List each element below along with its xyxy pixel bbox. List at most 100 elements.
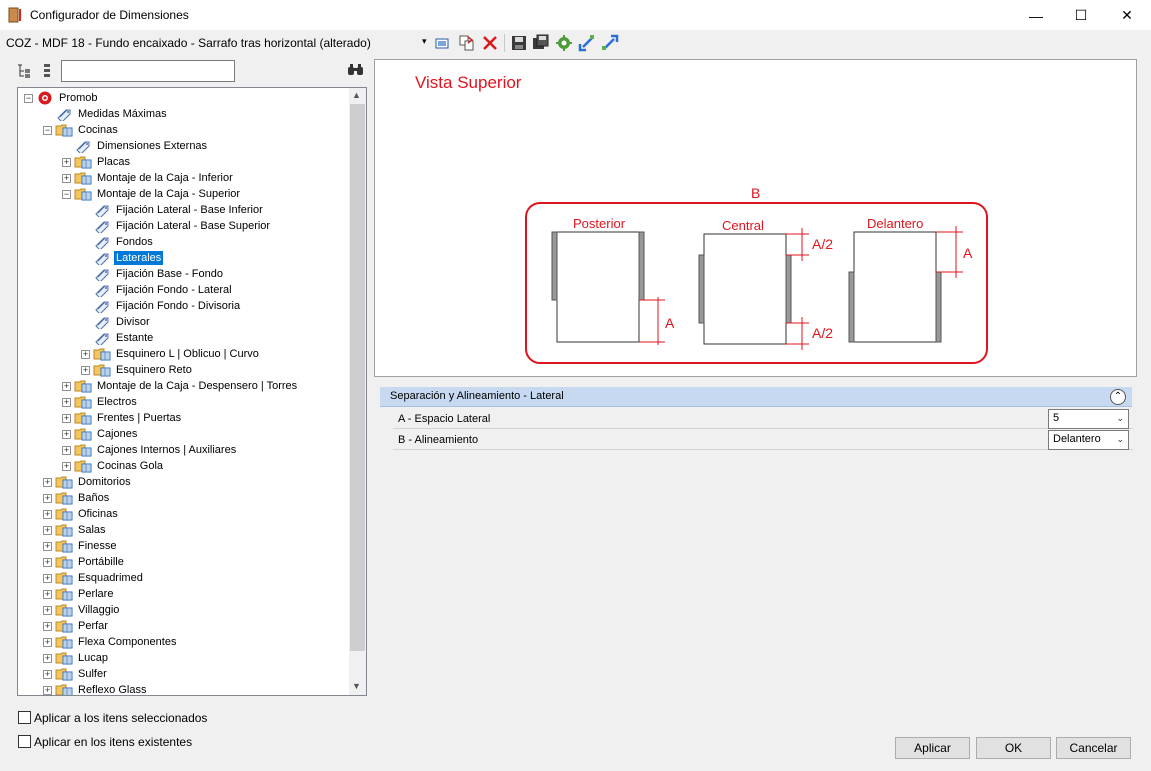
tree-item[interactable]: Dimensiones Externas	[62, 138, 209, 154]
tree-item[interactable]: Medidas Máximas	[43, 106, 169, 122]
tree-item[interactable]: +Finesse	[43, 538, 119, 554]
expand-node-icon[interactable]: +	[62, 444, 71, 455]
expand-node-icon[interactable]: +	[43, 636, 52, 647]
tag-icon	[93, 251, 114, 265]
expand-node-icon[interactable]: +	[62, 172, 71, 183]
export-icon[interactable]	[601, 34, 619, 52]
expand-node-icon[interactable]: +	[81, 348, 90, 359]
alineamiento-dropdown[interactable]: Delantero⌄	[1048, 430, 1129, 450]
tree-item[interactable]: −Promob	[24, 90, 100, 106]
cancel-button[interactable]: Cancelar	[1056, 737, 1131, 759]
search-input[interactable]	[61, 60, 235, 82]
collapse-section-icon[interactable]: ⌃	[1110, 389, 1126, 405]
new-config-icon[interactable]	[434, 34, 452, 52]
tree-item[interactable]: Divisor	[81, 314, 152, 330]
expand-node-icon[interactable]: +	[62, 396, 71, 407]
tree-item[interactable]: +Salas	[43, 522, 108, 538]
tree-item-label: Esquadrimed	[78, 572, 143, 584]
tree-item[interactable]: +Electros	[62, 394, 139, 410]
tree-item[interactable]: Fijación Lateral - Base Inferior	[81, 202, 265, 218]
tree-item[interactable]: +Cajones	[62, 426, 139, 442]
tree-item[interactable]: Fijación Base - Fondo	[81, 266, 225, 282]
tree-item[interactable]: +Portábille	[43, 554, 126, 570]
tree-item[interactable]: +Esquinero L | Oblicuo | Curvo	[81, 346, 261, 362]
delete-icon[interactable]	[481, 34, 499, 52]
tree-item[interactable]: +Cajones Internos | Auxiliares	[62, 442, 238, 458]
save-icon[interactable]	[510, 34, 528, 52]
tree-item[interactable]: +Flexa Componentes	[43, 634, 178, 650]
expand-node-icon[interactable]: +	[62, 156, 71, 167]
tree-item[interactable]: +Perlare	[43, 586, 115, 602]
expand-node-icon[interactable]: +	[62, 460, 71, 471]
tree-item[interactable]: +Montaje de la Caja - Inferior	[62, 170, 235, 186]
expand-node-icon[interactable]: +	[43, 588, 52, 599]
espacio-lateral-dropdown[interactable]: 5⌄	[1048, 409, 1129, 429]
import-icon[interactable]	[578, 34, 596, 52]
expand-node-icon[interactable]: +	[62, 428, 71, 439]
folder-icon	[74, 187, 95, 201]
collapse-all-icon[interactable]	[39, 63, 55, 79]
tree-item[interactable]: − Montaje de la Caja - Superior	[62, 186, 242, 202]
expand-node-icon[interactable]: +	[43, 684, 52, 695]
collapse-node-icon[interactable]: −	[62, 188, 71, 199]
tree-item[interactable]: −Cocinas	[43, 122, 120, 138]
tree-item[interactable]: Estante	[81, 330, 155, 346]
expand-node-icon[interactable]: +	[43, 620, 52, 631]
tree-item[interactable]: +Perfar	[43, 618, 110, 634]
expand-node-icon[interactable]: +	[81, 364, 90, 375]
config-selector[interactable]: COZ - MDF 18 - Fundo encaixado - Sarrafo…	[6, 36, 371, 50]
apply-selected-checkbox[interactable]	[18, 711, 31, 724]
maximize-button[interactable]: ☐	[1074, 7, 1088, 23]
settings-icon[interactable]	[555, 34, 573, 52]
tree-item[interactable]: +Frentes | Puertas	[62, 410, 183, 426]
apply-button[interactable]: Aplicar	[895, 737, 970, 759]
expand-all-icon[interactable]	[16, 63, 32, 79]
label-a2-top: A/2	[812, 236, 833, 252]
tree-item[interactable]: Fijación Fondo - Divisoria	[81, 298, 242, 314]
expand-node-icon[interactable]: +	[62, 380, 71, 391]
tree-item[interactable]: +Reflexo Glass	[43, 682, 148, 695]
expand-node-icon[interactable]: +	[43, 492, 52, 503]
scroll-up-icon[interactable]: ▲	[352, 90, 361, 100]
tree-item[interactable]: +Domitorios	[43, 474, 133, 490]
expand-node-icon[interactable]: +	[43, 668, 52, 679]
tree-item[interactable]: +Lucap	[43, 650, 110, 666]
ok-button[interactable]: OK	[976, 737, 1051, 759]
tree-item-label: Montaje de la Caja - Superior	[97, 188, 241, 200]
expand-node-icon[interactable]: +	[43, 476, 52, 487]
tree-item[interactable]: Laterales	[81, 250, 164, 266]
tree-item[interactable]: Fijación Lateral - Base Superior	[81, 218, 272, 234]
tree-item[interactable]: +Montaje de la Caja - Despensero | Torre…	[62, 378, 299, 394]
save-all-icon[interactable]	[532, 34, 550, 52]
expand-node-icon[interactable]: +	[43, 556, 52, 567]
tree-item[interactable]: +Esquinero Reto	[81, 362, 194, 378]
expand-node-icon[interactable]: +	[43, 540, 52, 551]
tree-scrollbar-thumb[interactable]	[350, 104, 365, 651]
expand-node-icon[interactable]: +	[43, 508, 52, 519]
binoculars-search-icon[interactable]	[347, 63, 364, 77]
collapse-node-icon[interactable]: −	[24, 92, 33, 103]
expand-node-icon[interactable]: +	[62, 412, 71, 423]
scroll-down-icon[interactable]: ▼	[352, 681, 361, 691]
minimize-button[interactable]: —	[1029, 7, 1043, 24]
tree-item[interactable]: +Cocinas Gola	[62, 458, 165, 474]
duplicate-icon[interactable]	[458, 34, 476, 52]
tree-item[interactable]: +Oficinas	[43, 506, 120, 522]
tree-item[interactable]: +Villaggio	[43, 602, 121, 618]
config-dropdown-arrow[interactable]: ▾	[422, 36, 427, 46]
tree-item[interactable]: Fijación Fondo - Lateral	[81, 282, 234, 298]
expand-node-icon[interactable]: +	[43, 652, 52, 663]
tree-item[interactable]: +Sulfer	[43, 666, 109, 682]
collapse-node-icon[interactable]: −	[43, 124, 52, 135]
tree-item[interactable]: +Baños	[43, 490, 111, 506]
tree-item[interactable]: +Placas	[62, 154, 132, 170]
tree-item[interactable]: + Esquadrimed	[43, 570, 145, 586]
expand-node-icon[interactable]: +	[43, 572, 52, 583]
close-window-button[interactable]: ✕	[1121, 7, 1133, 23]
tree-item[interactable]: Fondos	[81, 234, 155, 250]
property-section-header[interactable]	[380, 387, 1132, 407]
apply-existing-checkbox[interactable]	[18, 735, 31, 748]
expand-node-icon[interactable]: +	[43, 604, 52, 615]
expand-node-icon[interactable]: +	[43, 524, 52, 535]
